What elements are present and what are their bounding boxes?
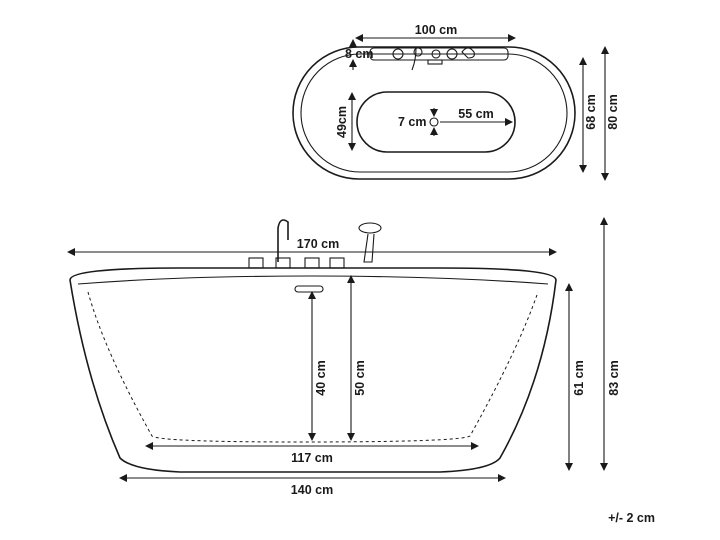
label-rim: 8 cm xyxy=(345,47,374,61)
overflow-icon xyxy=(294,285,324,293)
label-depth-outer: 80 cm xyxy=(606,94,620,129)
drain-icon xyxy=(429,117,439,127)
label-depth-inner: 68 cm xyxy=(584,94,598,129)
tub-outline-top xyxy=(292,46,576,180)
top-view: 100 cm 8 cm 49cm 7 cm 55 cm 68 cm 80 cm xyxy=(292,23,620,181)
label-inner-height: 49cm xyxy=(335,106,349,138)
label-base-length: 140 cm xyxy=(291,483,333,497)
faucet-cluster-icon xyxy=(369,47,509,71)
label-water-depth-2: 50 cm xyxy=(353,360,367,395)
label-water-depth-1: 40 cm xyxy=(314,360,328,395)
label-inner-bottom: 117 cm xyxy=(291,451,333,465)
label-length-total: 170 cm xyxy=(297,237,339,251)
tub-inner-top xyxy=(300,53,568,173)
label-height-tub: 61 cm xyxy=(572,360,586,395)
tolerance-note: +/- 2 cm xyxy=(608,511,655,525)
label-drain-offset: 55 cm xyxy=(458,107,493,121)
basin-top xyxy=(356,91,516,153)
tub-rim-side xyxy=(77,275,549,285)
tub-outline-side xyxy=(69,267,557,473)
tub-cavity-side xyxy=(87,291,539,443)
label-height-total: 83 cm xyxy=(607,360,621,395)
side-view: 170 cm 40 cm 50 cm 117 cm 140 cm 61 cm 8… xyxy=(67,217,621,497)
label-drain: 7 cm xyxy=(398,115,427,129)
label-width-top: 100 cm xyxy=(415,23,457,37)
